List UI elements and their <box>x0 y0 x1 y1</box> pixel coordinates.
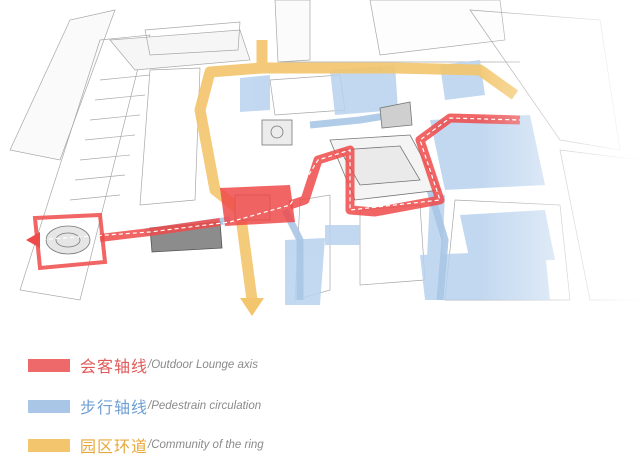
legend-item-lounge-axis: 会客轴线 /Outdoor Lounge axis <box>28 352 448 378</box>
legend-swatch-red <box>28 358 70 372</box>
legend-item-pedestrian: 步行轴线 /Pedestrain circulation <box>28 393 448 419</box>
legend-zh-label: 步行轴线 <box>80 398 149 417</box>
legend-swatch-orange <box>28 438 70 452</box>
site-plan-axonometric <box>0 0 640 320</box>
legend-en-label: /Pedestrain circulation <box>148 400 262 412</box>
legend-en-label: /Community of the ring <box>148 439 264 451</box>
legend-swatch-blue <box>28 399 70 413</box>
legend-zh-label: 园区环道 <box>80 437 149 456</box>
legend-zh-label: 会客轴线 <box>80 357 149 376</box>
legend-item-ring: 园区环道 /Community of the ring <box>28 432 448 458</box>
legend-en-label: /Outdoor Lounge axis <box>148 359 258 371</box>
